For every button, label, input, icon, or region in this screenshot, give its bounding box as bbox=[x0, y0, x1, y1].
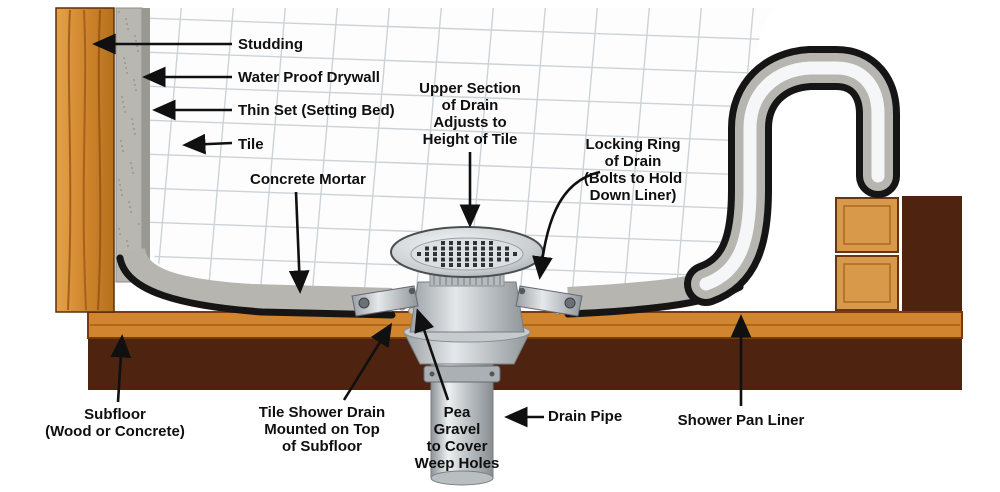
label-upper-section: Upper Section of Drain Adjusts to Height… bbox=[419, 80, 521, 148]
arrow-tile bbox=[182, 133, 233, 155]
label-studding: Studding bbox=[238, 36, 303, 53]
drain-pipe bbox=[423, 349, 501, 486]
locking-ring bbox=[351, 285, 583, 317]
label-tile: Tile bbox=[238, 136, 264, 153]
arrow-subfloor bbox=[110, 334, 132, 403]
tile-surface bbox=[150, 8, 772, 299]
callout-arrows bbox=[92, 33, 752, 428]
thin-set-layer bbox=[142, 8, 150, 260]
label-subfloor: Subfloor (Wood or Concrete) bbox=[45, 406, 185, 440]
drain-grate bbox=[390, 226, 544, 278]
label-locking-ring: Locking Ring of Drain (Bolts to Hold Dow… bbox=[583, 136, 683, 204]
curb-assembly bbox=[684, 46, 900, 306]
label-drain-pipe: Drain Pipe bbox=[548, 408, 623, 425]
label-thin-set: Thin Set (Setting Bed) bbox=[238, 102, 395, 119]
drain-assembly bbox=[351, 226, 583, 486]
arrow-locking-ring bbox=[532, 170, 601, 280]
arrow-pea-gravel bbox=[414, 308, 450, 401]
label-tile-shower-drain: Tile Shower Drain Mounted on Top of Subf… bbox=[258, 404, 386, 455]
label-pea-gravel: Pea Gravel to Cover Weep Holes bbox=[414, 404, 500, 472]
drywall-layer bbox=[115, 7, 143, 283]
label-shower-pan-liner: Shower Pan Liner bbox=[677, 412, 805, 429]
left-wall-stud bbox=[55, 7, 115, 313]
ground-fill bbox=[88, 196, 962, 390]
subfloor-plank bbox=[87, 311, 963, 339]
arrow-tile-shower-drain bbox=[342, 322, 393, 401]
label-waterproof-drywall: Water Proof Drywall bbox=[238, 69, 380, 86]
curb-blocking-lumber bbox=[835, 197, 899, 311]
label-concrete-mortar: Concrete Mortar bbox=[250, 171, 366, 188]
arrow-concrete-mortar bbox=[288, 191, 310, 294]
